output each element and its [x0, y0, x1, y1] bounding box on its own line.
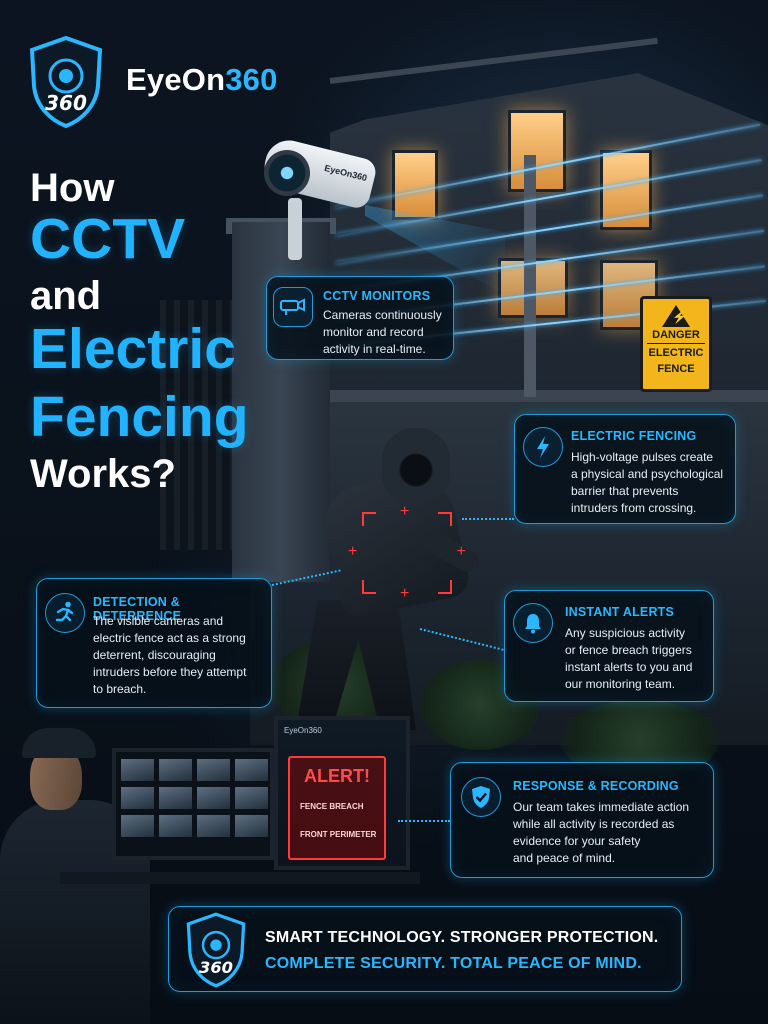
card-title: CCTV MONITORS	[323, 289, 431, 303]
shield-text: 360	[45, 91, 87, 115]
detection-target-box: + + + +	[348, 503, 466, 602]
footer-banner: 360 SMART TECHNOLOGY. STRONGER PROTECTIO…	[168, 906, 682, 992]
camera-icon	[273, 287, 313, 327]
footer-shield-text: 360	[199, 958, 233, 977]
camera-mount	[288, 198, 302, 260]
headline-electric: Electric	[30, 317, 236, 381]
brand-name-prefix: EyeOn	[126, 62, 226, 97]
card-body-line: electric fence act as a strong	[93, 631, 246, 645]
card-body-line: evidence for your safety	[513, 834, 641, 848]
card-title: INSTANT ALERTS	[565, 605, 675, 619]
card-body-line: a physical and psychological	[571, 467, 724, 481]
alert-front-perimeter: FRONT PERIMETER	[300, 830, 377, 839]
warning-triangle-icon: ⚡	[662, 305, 690, 327]
card-body-line: while all activity is recorded as	[513, 817, 675, 831]
danger-sign: ⚡ DANGER ELECTRIC FENCE	[640, 296, 712, 392]
card-instant-alerts: INSTANT ALERTS Any suspicious activity o…	[504, 590, 714, 702]
card-body-line: to breach.	[93, 682, 147, 696]
camera-feed	[120, 814, 155, 838]
camera-lens	[264, 150, 310, 196]
camera-feed	[234, 786, 269, 810]
alert-monitor: EyeOn360 ALERT! FENCE BREACH FRONT PERIM…	[274, 716, 410, 870]
card-title: RESPONSE & RECORDING	[513, 779, 679, 793]
camera-feed	[158, 758, 193, 782]
camera-feed	[196, 786, 231, 810]
desk	[60, 872, 420, 884]
card-body-line: intruders from crossing.	[571, 501, 697, 515]
sign-line-1: ELECTRIC	[648, 347, 704, 359]
camera-feed	[234, 814, 269, 838]
camera-feed	[158, 814, 193, 838]
sign-danger-text: DANGER	[647, 329, 705, 344]
card-body-line: Our team takes immediate action	[513, 800, 690, 814]
card-detection-deterrence: DETECTION & DETERRENCE The visible camer…	[36, 578, 272, 708]
card-body-line: or fence breach triggers	[565, 643, 692, 657]
connector-line	[398, 820, 450, 822]
lit-window	[508, 110, 566, 192]
headline-how: How	[30, 166, 115, 210]
footer-shield-icon: 360	[186, 912, 246, 988]
bell-icon	[513, 603, 553, 643]
footer-tagline-1: SMART TECHNOLOGY. STRONGER PROTECTION.	[265, 929, 659, 946]
headline-cctv: CCTV	[30, 207, 186, 271]
alert-fence-breach: FENCE BREACH	[300, 802, 364, 811]
card-body-line: intruders before they attempt	[93, 665, 247, 679]
camera-feed	[120, 758, 155, 782]
lit-window	[392, 150, 438, 220]
card-electric-fencing: ELECTRIC FENCING High-voltage pulses cre…	[514, 414, 736, 524]
intruder-hood	[382, 428, 450, 498]
headline-and: and	[30, 274, 102, 318]
card-body-line: our monitoring team.	[565, 677, 676, 691]
card-response-recording: RESPONSE & RECORDING Our team takes imme…	[450, 762, 714, 878]
card-body-line: and peace of mind.	[513, 851, 616, 865]
roof-edge	[329, 37, 658, 84]
card-body-line: barrier that prevents	[571, 484, 679, 498]
alert-panel: ALERT! FENCE BREACH FRONT PERIMETER	[288, 756, 386, 860]
headline-works: Works?	[30, 452, 176, 496]
card-body-line: High-voltage pulses create	[571, 450, 714, 464]
camera-feed	[196, 814, 231, 838]
brand-name: EyeOn360	[126, 62, 278, 98]
card-body-line: Any suspicious activity	[565, 626, 686, 640]
running-person-icon	[45, 593, 85, 633]
metal-gate	[160, 300, 240, 550]
card-body-line: instant alerts to you and	[565, 660, 693, 674]
operator-cap	[22, 728, 96, 758]
fence-post	[524, 155, 536, 397]
footer-tagline-2: COMPLETE SECURITY. TOTAL PEACE OF MIND.	[265, 955, 642, 972]
shield-check-icon	[461, 777, 501, 817]
alert-title: ALERT!	[304, 766, 370, 786]
monitor-brand: EyeOn360	[284, 726, 322, 735]
card-body-line: monitor and record	[323, 325, 424, 339]
camera-feed	[120, 786, 155, 810]
camera-feed	[234, 758, 269, 782]
wall-cap	[250, 390, 768, 402]
lightning-icon	[523, 427, 563, 467]
headline-fencing: Fencing	[30, 385, 249, 449]
camera-feed	[158, 786, 193, 810]
card-body-line: Cameras continuously	[323, 308, 442, 322]
card-title: DETECTION & DETERRENCE	[93, 595, 182, 623]
connector-line	[462, 518, 514, 520]
camera-feed	[196, 758, 231, 782]
brand-shield-icon: 360	[29, 35, 103, 129]
card-cctv-monitors: CCTV MONITORS Cameras continuously monit…	[266, 276, 454, 360]
card-body-line: deterrent, discouraging	[93, 648, 216, 662]
sign-line-2: FENCE	[657, 363, 695, 375]
brand-name-suffix: 360	[225, 62, 278, 97]
card-title: ELECTRIC FENCING	[571, 429, 697, 443]
camera-feed-monitor	[112, 748, 274, 860]
card-body-line: The visible cameras and	[93, 614, 224, 628]
card-body-line: activity in real-time.	[323, 342, 426, 356]
